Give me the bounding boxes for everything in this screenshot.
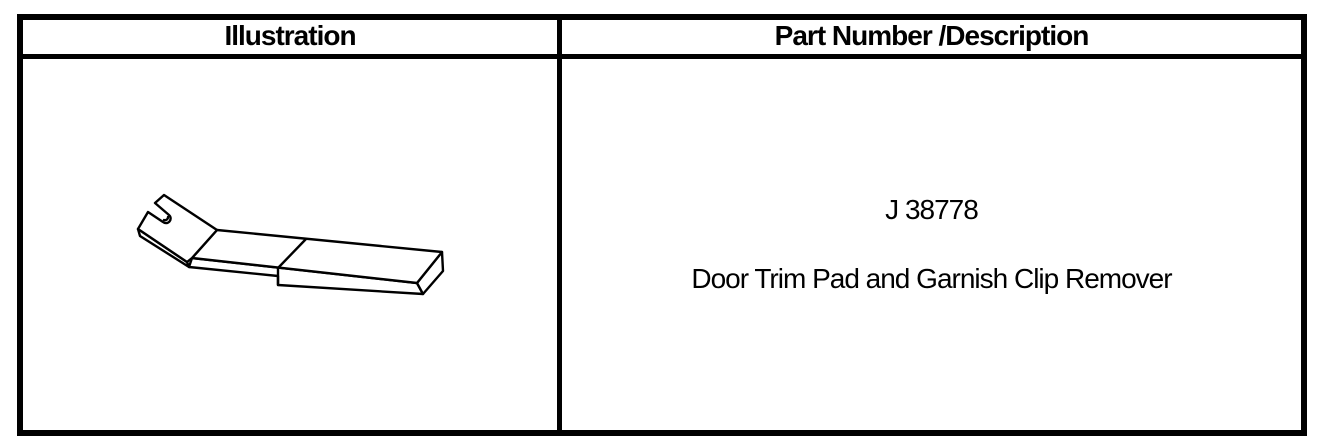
column-header-illustration-label: Illustration xyxy=(224,20,356,51)
table-body-row: J 38778 Door Trim Pad and Garnish Clip R… xyxy=(23,59,1301,430)
part-info-cell: J 38778 Door Trim Pad and Garnish Clip R… xyxy=(562,59,1301,430)
column-header-part-number-description: Part Number /Description xyxy=(562,20,1301,54)
tool-notch-inner-arc xyxy=(162,215,169,222)
table-header-row: Illustration Part Number /Description xyxy=(23,20,1301,59)
part-number-text: J 38778 xyxy=(885,194,979,225)
column-header-illustration: Illustration xyxy=(23,20,562,54)
part-description-text: Door Trim Pad and Garnish Clip Remover xyxy=(691,263,1172,294)
column-header-part-number-description-label: Part Number /Description xyxy=(774,20,1090,51)
door-trim-clip-remover-tool-icon xyxy=(136,193,444,296)
tool-fork-head-face xyxy=(136,193,218,264)
illustration-cell xyxy=(23,59,562,430)
special-tools-table: Illustration Part Number /Description xyxy=(17,14,1307,436)
tool-blade-seam-line xyxy=(276,237,307,287)
